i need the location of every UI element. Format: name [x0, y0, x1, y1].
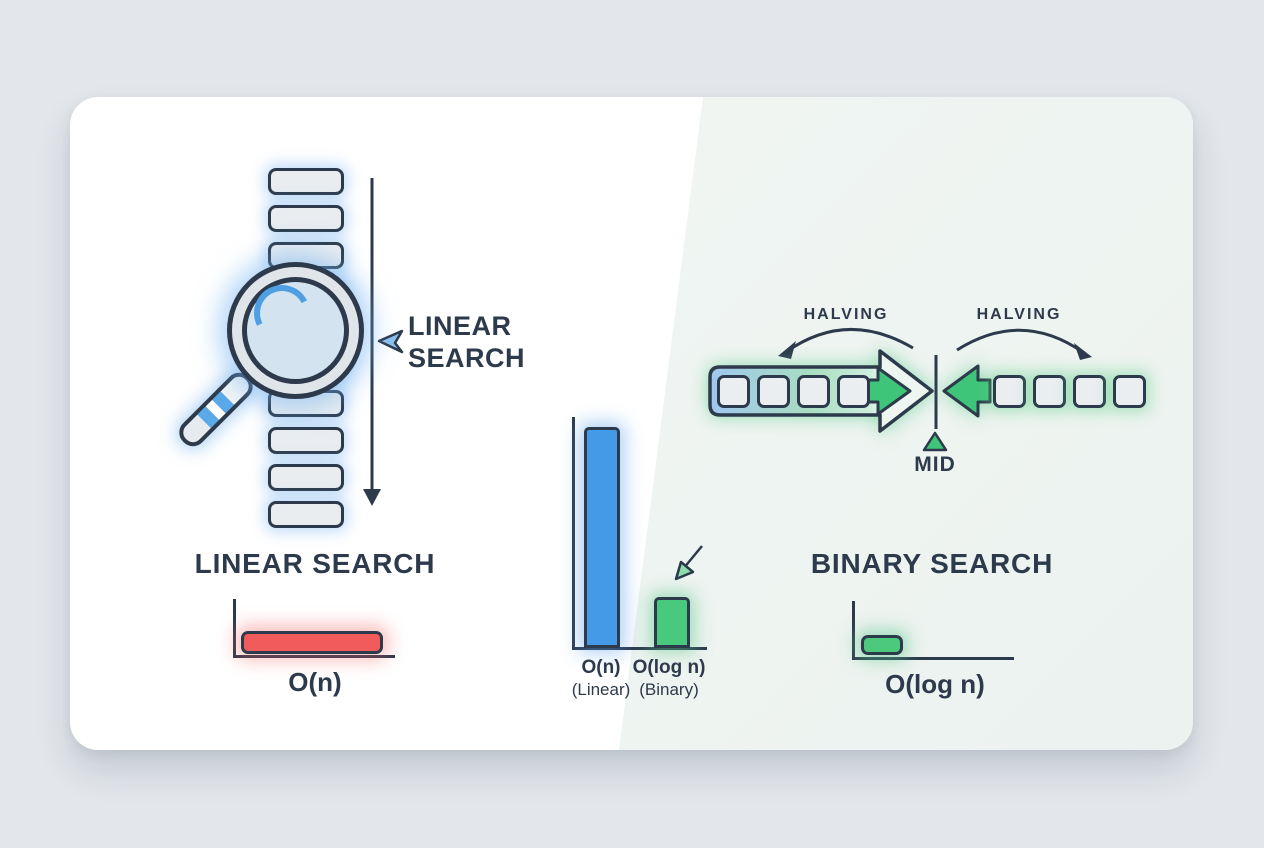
array-cell — [1033, 375, 1066, 408]
category-label: O(log n) — [632, 657, 706, 678]
ologn-chart-y-axis — [852, 601, 855, 660]
array-cell — [268, 501, 344, 528]
magnifier-glass — [242, 277, 349, 384]
linear-search-pointer-label: LINEAR SEARCH — [408, 310, 525, 374]
halving-label-right: HALVING — [976, 306, 1062, 323]
comparison-bar-binary — [654, 597, 690, 648]
magnifier-icon — [173, 262, 364, 452]
pointer-label-line1: LINEAR — [408, 311, 512, 341]
ologn-bar — [861, 635, 903, 655]
on-complexity-label: O(n) — [288, 667, 342, 697]
ologn-chart-x-axis — [852, 657, 1014, 660]
comparison-chart-y-axis — [572, 417, 575, 650]
array-cell — [717, 375, 750, 408]
comparison-chart-x-axis — [572, 647, 707, 650]
scan-down-arrow-icon — [363, 178, 381, 506]
array-cell — [993, 375, 1026, 408]
on-chart-y-axis — [233, 599, 236, 658]
on-bar — [241, 631, 383, 654]
array-cell — [268, 464, 344, 491]
array-cell — [757, 375, 790, 408]
mid-label: MID — [914, 453, 956, 476]
pointer-label-line2: SEARCH — [408, 343, 526, 373]
category-sublabel: (Binary) — [639, 680, 699, 699]
category-label: O(n) — [581, 657, 621, 678]
binary-panel-background — [619, 97, 1193, 750]
comparison-category-binary: O(log n) (Binary) — [614, 657, 724, 700]
halving-label-left: HALVING — [803, 306, 889, 323]
binary-array-right-half — [993, 375, 1146, 408]
comparison-category-linear: O(n) (Linear) — [546, 657, 656, 700]
comparison-bar-linear — [584, 427, 620, 648]
category-sublabel: (Linear) — [571, 680, 631, 699]
array-cell — [837, 375, 870, 408]
ologn-complexity-label: O(log n) — [885, 669, 985, 699]
magnifier-handle — [173, 367, 259, 452]
binary-search-title: BINARY SEARCH — [810, 548, 1054, 579]
infographic-card: LINEAR SEARCH LINEAR SEARCH O(n) O(n) (L… — [70, 97, 1193, 750]
array-cell — [1073, 375, 1106, 408]
array-cell — [268, 168, 344, 195]
array-cell — [797, 375, 830, 408]
binary-array-left-half — [717, 375, 870, 408]
array-cell — [1113, 375, 1146, 408]
array-cell — [268, 205, 344, 232]
on-chart-x-axis — [233, 655, 395, 658]
linear-search-title: LINEAR SEARCH — [194, 548, 436, 579]
cursor-dart-icon — [377, 329, 404, 354]
array-cell — [268, 427, 344, 454]
